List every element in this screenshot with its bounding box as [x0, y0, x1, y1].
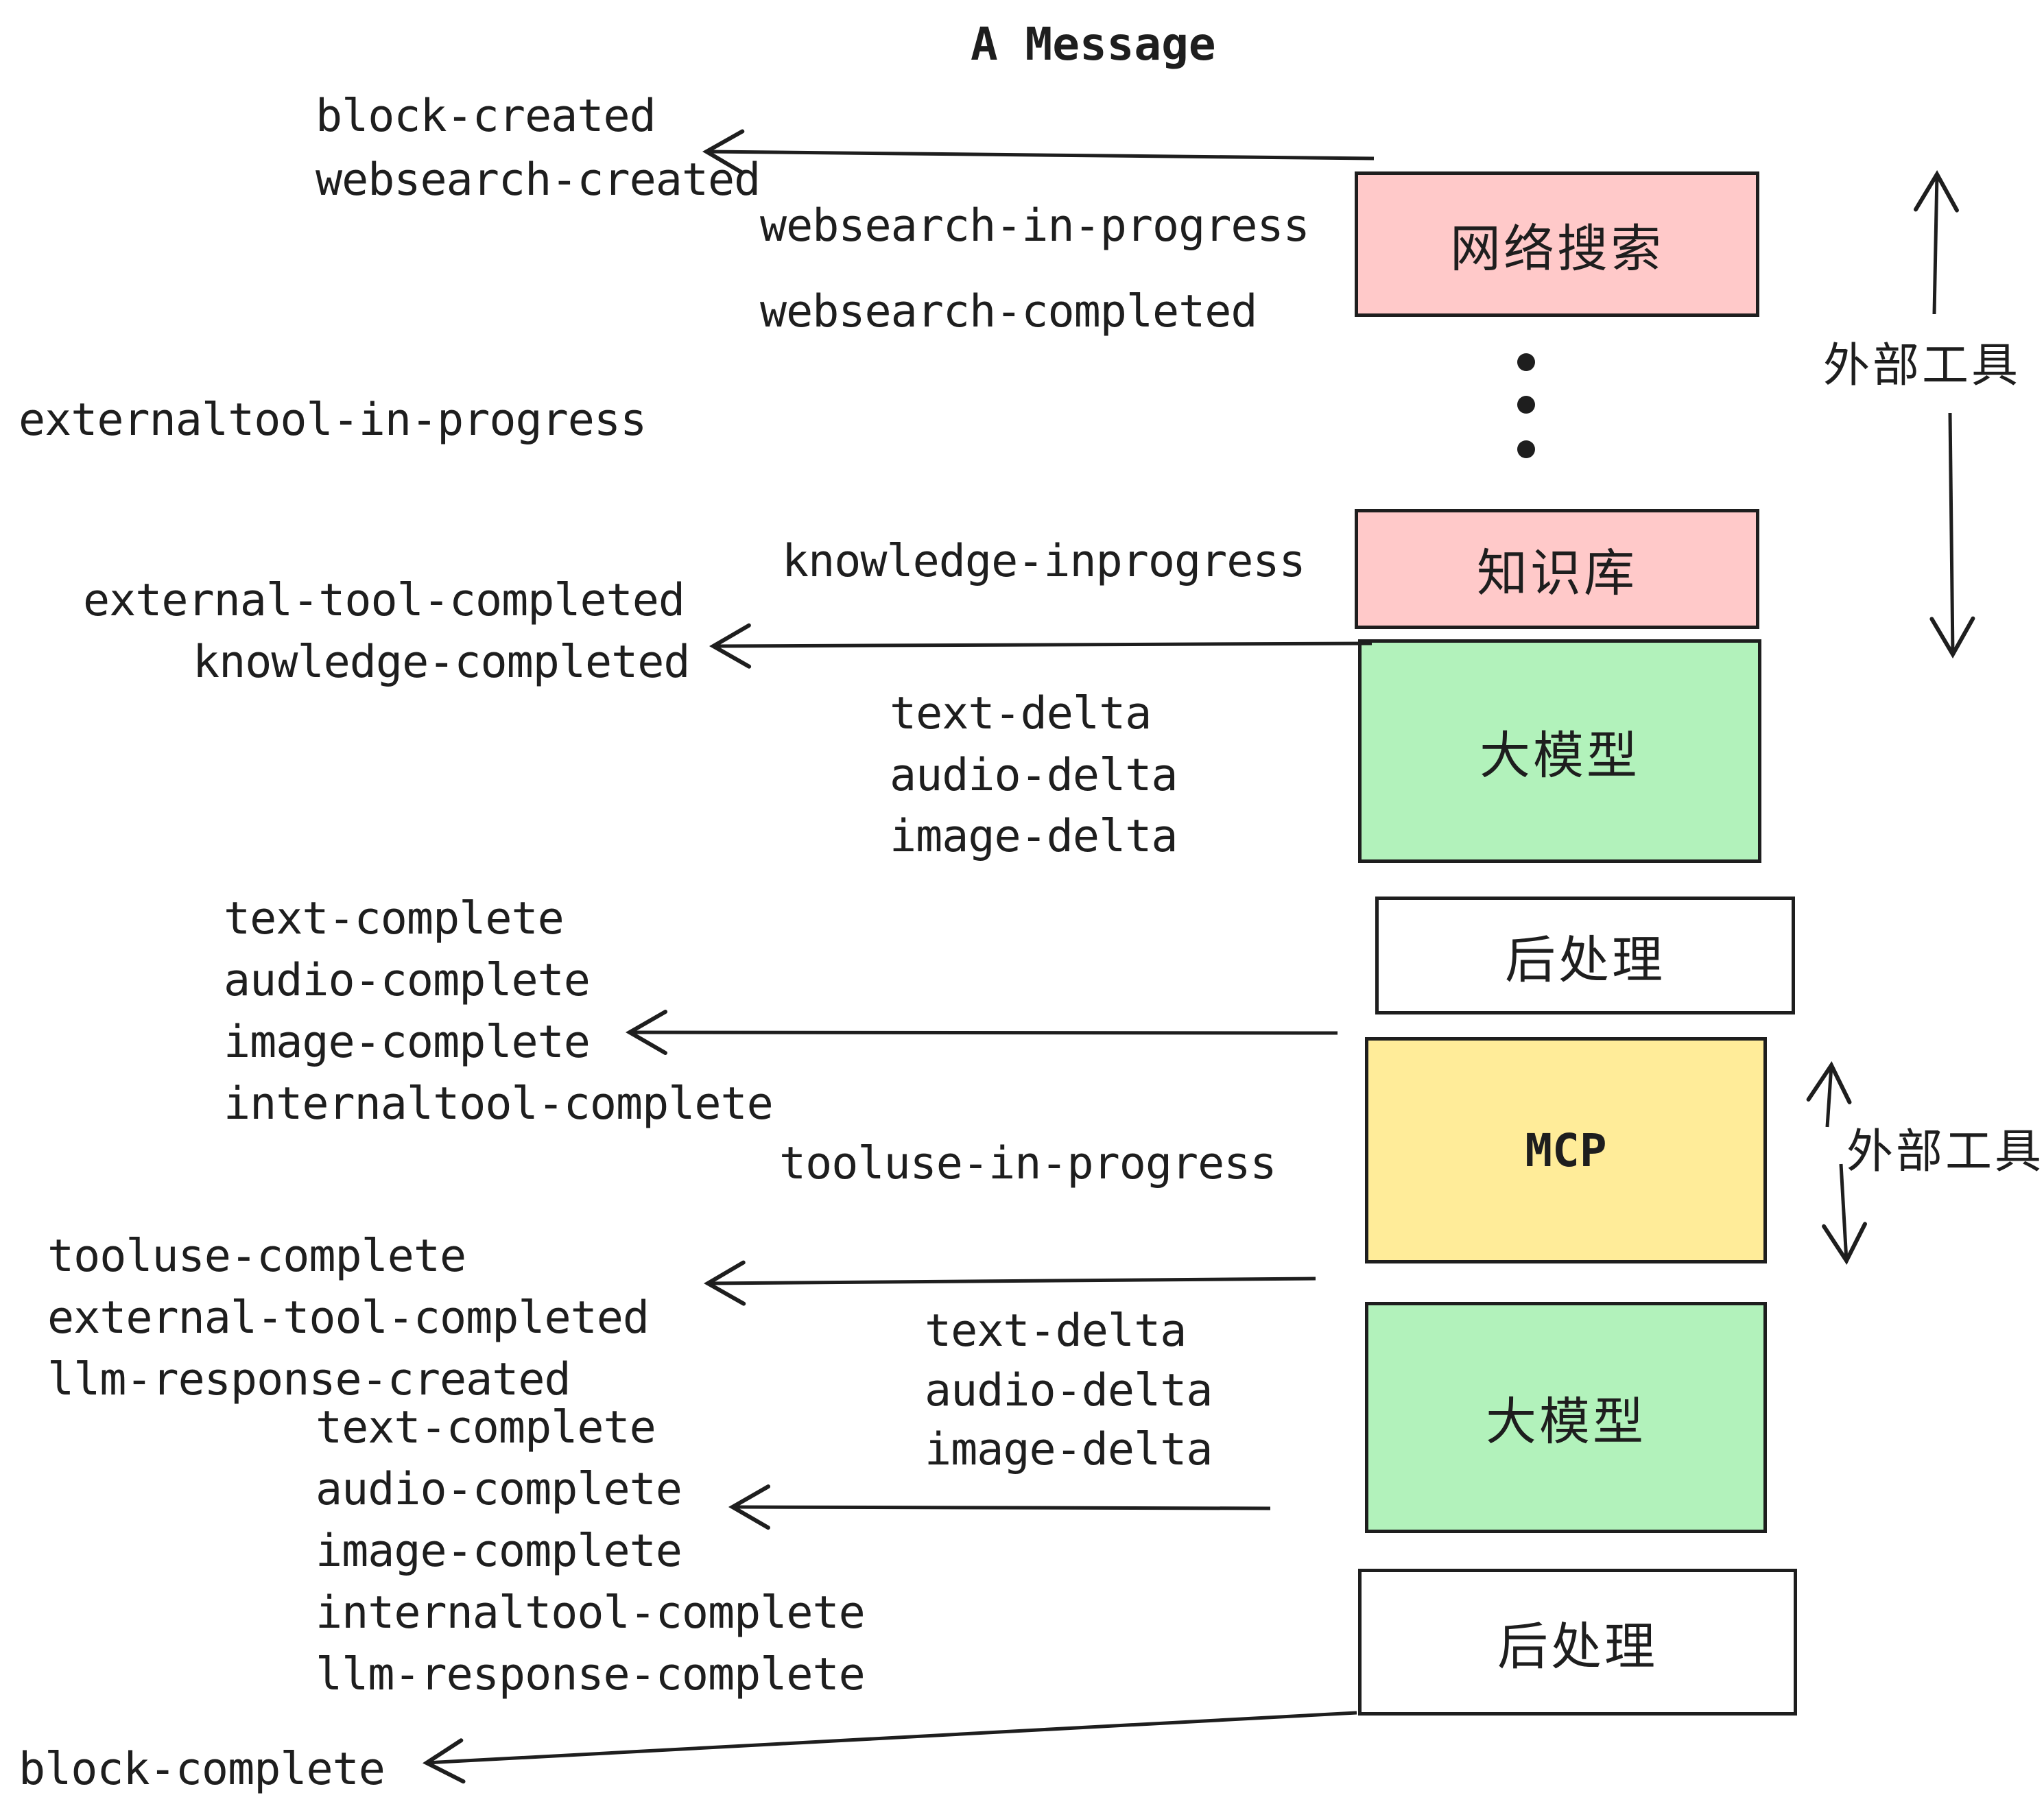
external-tools-up-arrow-mid [1806, 1061, 1852, 1128]
external-tools-label-mid: 外部工具 [1846, 1126, 2044, 1178]
event-label-internaltool-complete-2: internaltool-complete [316, 1587, 866, 1639]
event-label-llm-response-created: llm-response-created [47, 1354, 571, 1405]
event-label-external-tool-completed-2: external-tool-completed [47, 1292, 650, 1344]
vertical-ellipsis-dot [1517, 353, 1535, 371]
event-label-websearch-in-progress: websearch-in-progress [760, 200, 1310, 252]
arrow-llm-bottom-to-complete-events [728, 1484, 1271, 1530]
external-tools-down-arrow-top [1929, 412, 1975, 659]
event-label-knowledge-inprogress: knowledge-inprogress [782, 536, 1306, 587]
event-label-audio-delta-1: audio-delta [890, 750, 1178, 801]
event-label-websearch-created: websearch-created [316, 154, 761, 206]
event-label-knowledge-completed: knowledge-completed [193, 637, 691, 688]
vertical-ellipsis-dot [1517, 440, 1535, 458]
node-knowledge: 知识库 [1355, 509, 1759, 629]
node-mcp-label: MCP [1525, 1124, 1607, 1177]
node-llm-bottom-label: 大模型 [1486, 1393, 1646, 1450]
event-label-text-delta-2: text-delta [925, 1305, 1187, 1357]
event-label-llm-response-complete: llm-response-complete [316, 1649, 866, 1700]
event-label-audio-complete-1: audio-complete [224, 955, 591, 1006]
node-websearch-label: 网络搜索 [1450, 219, 1664, 277]
event-label-text-complete-1: text-complete [224, 893, 565, 945]
event-label-block-created: block-created [316, 91, 656, 142]
node-mcp: MCP [1365, 1037, 1767, 1263]
event-label-tooluse-in-progress: tooluse-in-progress [779, 1138, 1277, 1189]
event-label-block-complete: block-complete [19, 1744, 385, 1795]
event-label-image-complete-2: image-complete [316, 1526, 682, 1577]
node-postprocess-top-label: 后处理 [1505, 931, 1665, 988]
external-tools-up-arrow-top [1913, 169, 1959, 315]
node-llm-bottom: 大模型 [1365, 1302, 1767, 1533]
event-label-tooluse-complete: tooluse-complete [47, 1231, 466, 1282]
arrow-websearch-to-created-events [702, 129, 1375, 175]
event-label-image-complete-1: image-complete [224, 1017, 591, 1068]
event-label-audio-delta-2: audio-delta [925, 1365, 1213, 1416]
event-label-text-complete-2: text-complete [316, 1402, 656, 1453]
arrow-postprocess-top-to-complete-events [625, 1010, 1338, 1056]
diagram-title: A Message [971, 18, 1216, 71]
arrow-mcp-to-tooluse-events [703, 1260, 1316, 1306]
event-label-text-delta-1: text-delta [890, 688, 1152, 739]
node-llm-top: 大模型 [1358, 639, 1761, 863]
external-tools-label-top: 外部工具 [1823, 340, 2021, 392]
node-postprocess-top: 后处理 [1375, 897, 1795, 1014]
vertical-ellipsis-dot [1517, 396, 1535, 414]
event-label-externaltool-in-progress: externaltool-in-progress [19, 394, 647, 446]
event-label-external-tool-completed: external-tool-completed [83, 575, 685, 626]
node-websearch: 网络搜索 [1355, 171, 1759, 317]
event-label-internaltool-complete-1: internaltool-complete [224, 1078, 774, 1130]
event-label-websearch-completed: websearch-completed [760, 286, 1258, 337]
arrow-postprocess-bottom-to-block-complete [423, 1711, 1357, 1784]
node-postprocess-bottom: 后处理 [1358, 1569, 1797, 1716]
external-tools-down-arrow-mid [1822, 1163, 1868, 1265]
event-label-audio-complete-2: audio-complete [316, 1464, 682, 1515]
node-postprocess-bottom-label: 后处理 [1497, 1617, 1658, 1675]
event-label-image-delta-1: image-delta [890, 811, 1178, 862]
arrow-llm-top-to-completed-events [709, 623, 1372, 669]
event-label-image-delta-2: image-delta [925, 1424, 1213, 1475]
node-llm-top-label: 大模型 [1479, 726, 1640, 784]
node-knowledge-label: 知识库 [1477, 545, 1637, 602]
